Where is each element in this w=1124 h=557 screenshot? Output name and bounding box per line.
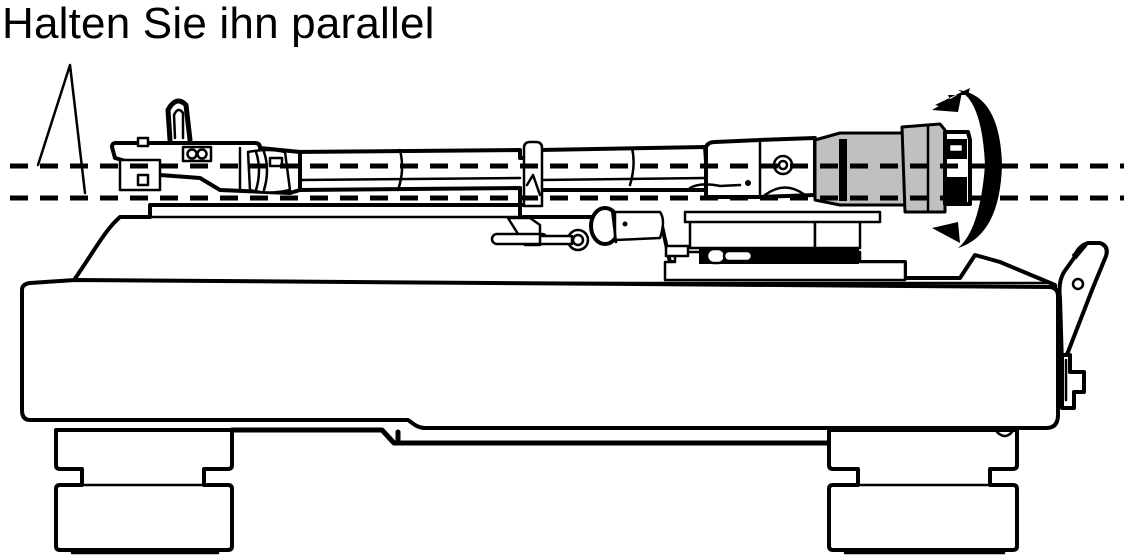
- rotation-arrow-icon: [932, 88, 1002, 248]
- left-foot: [54, 428, 234, 555]
- plinth-top-deck: [72, 203, 1057, 292]
- right-foot: [827, 428, 1019, 555]
- plinth-body: [20, 278, 1060, 446]
- headshell-cartridge: [110, 98, 302, 195]
- parallel-guide-lines: [10, 163, 1124, 201]
- caption-leader-lines: [36, 63, 87, 195]
- dust-cover-hinge: [1057, 241, 1109, 410]
- tonearm-base: [663, 210, 907, 282]
- arm-lift-assembly: [490, 206, 665, 252]
- caption-text: Halten Sie ihn parallel: [2, 0, 435, 48]
